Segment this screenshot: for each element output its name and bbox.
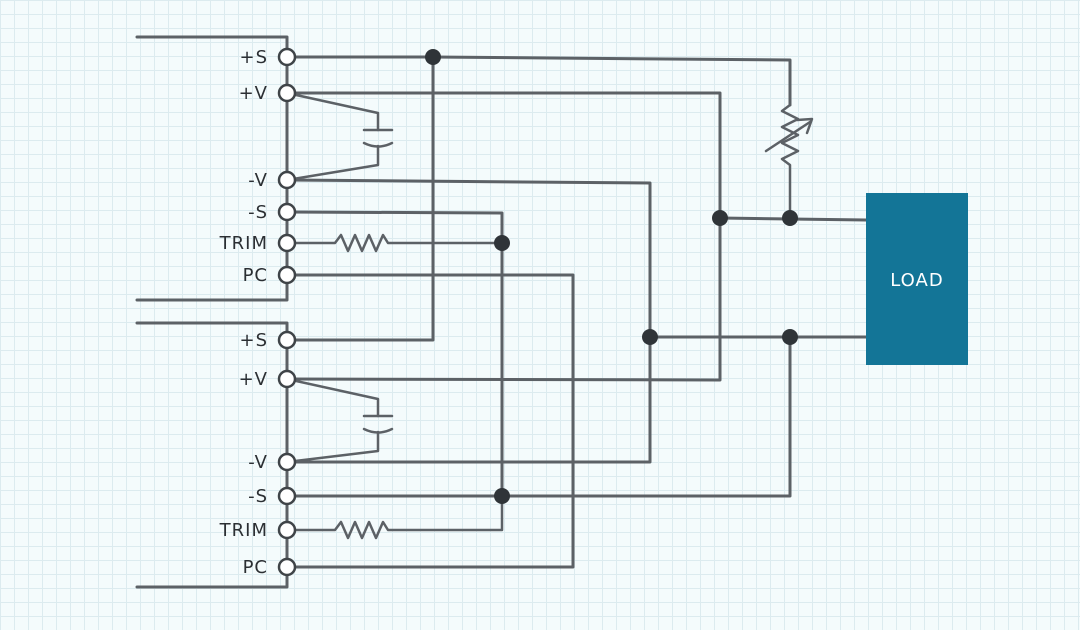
capacitor-module-2 bbox=[285, 377, 394, 464]
trim-resistor-module-2 bbox=[285, 494, 504, 540]
pin-label-plus-v: +V bbox=[239, 83, 268, 104]
pin-label-pc: PC bbox=[243, 557, 268, 578]
pin-label-minus-v: -V bbox=[248, 170, 268, 191]
pin-label-trim: TRIM bbox=[219, 520, 268, 541]
pin-labels-module-2: +S +V -V -S TRIM PC bbox=[219, 330, 268, 578]
pin-label-minus-s: -S bbox=[248, 486, 268, 507]
trim-resistor-module-1 bbox=[285, 233, 504, 253]
pin-label-pc: PC bbox=[243, 265, 268, 286]
pin-label-minus-v: -V bbox=[248, 452, 268, 473]
pin-label-plus-v: +V bbox=[239, 369, 268, 390]
pin-label-trim: TRIM bbox=[219, 233, 268, 254]
terminals-module-2 bbox=[277, 330, 297, 577]
junctions bbox=[425, 49, 798, 504]
module-1-outline bbox=[135, 35, 289, 302]
pin-label-minus-s: -S bbox=[248, 202, 268, 223]
terminals-module-1 bbox=[277, 47, 297, 285]
load-block: LOAD bbox=[866, 193, 968, 365]
pc-wiring bbox=[285, 273, 575, 569]
minus-v-wiring bbox=[285, 178, 868, 464]
load-label: LOAD bbox=[890, 270, 943, 291]
pin-labels-module-1: +S +V -V -S TRIM PC bbox=[219, 47, 268, 286]
plus-sense-wiring bbox=[285, 55, 792, 342]
capacitor-module-1 bbox=[285, 91, 394, 182]
minus-sense-wiring bbox=[285, 210, 792, 498]
pin-label-plus-s: +S bbox=[239, 330, 268, 351]
variable-resistor bbox=[764, 103, 814, 220]
pin-label-plus-s: +S bbox=[239, 47, 268, 68]
